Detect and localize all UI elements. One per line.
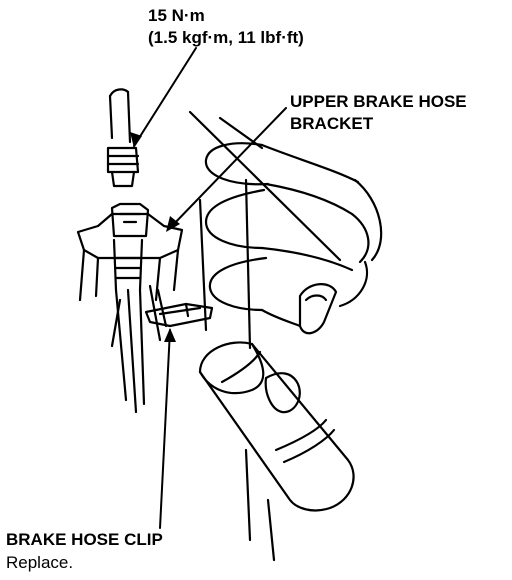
brake-hose-clip <box>146 304 212 326</box>
coil-spring <box>190 112 381 348</box>
upper-bracket-label-line1: UPPER BRAKE HOSE <box>290 92 467 111</box>
clip-instruction-label: Replace. <box>6 553 74 572</box>
brake-hose-lower <box>112 286 166 412</box>
upper-bracket <box>78 204 182 300</box>
damper-cylinder <box>200 342 354 560</box>
upper-bracket-label-line2: BRACKET <box>290 114 374 133</box>
leader-lines <box>134 48 286 528</box>
clip-label: BRAKE HOSE CLIP <box>6 530 163 549</box>
arrowheads <box>130 132 180 342</box>
brake-hose-upper <box>108 89 138 186</box>
torque-value-label: 15 N·m <box>148 6 205 25</box>
torque-conversion-label: (1.5 kgf·m, 11 lbf·ft) <box>148 28 304 47</box>
